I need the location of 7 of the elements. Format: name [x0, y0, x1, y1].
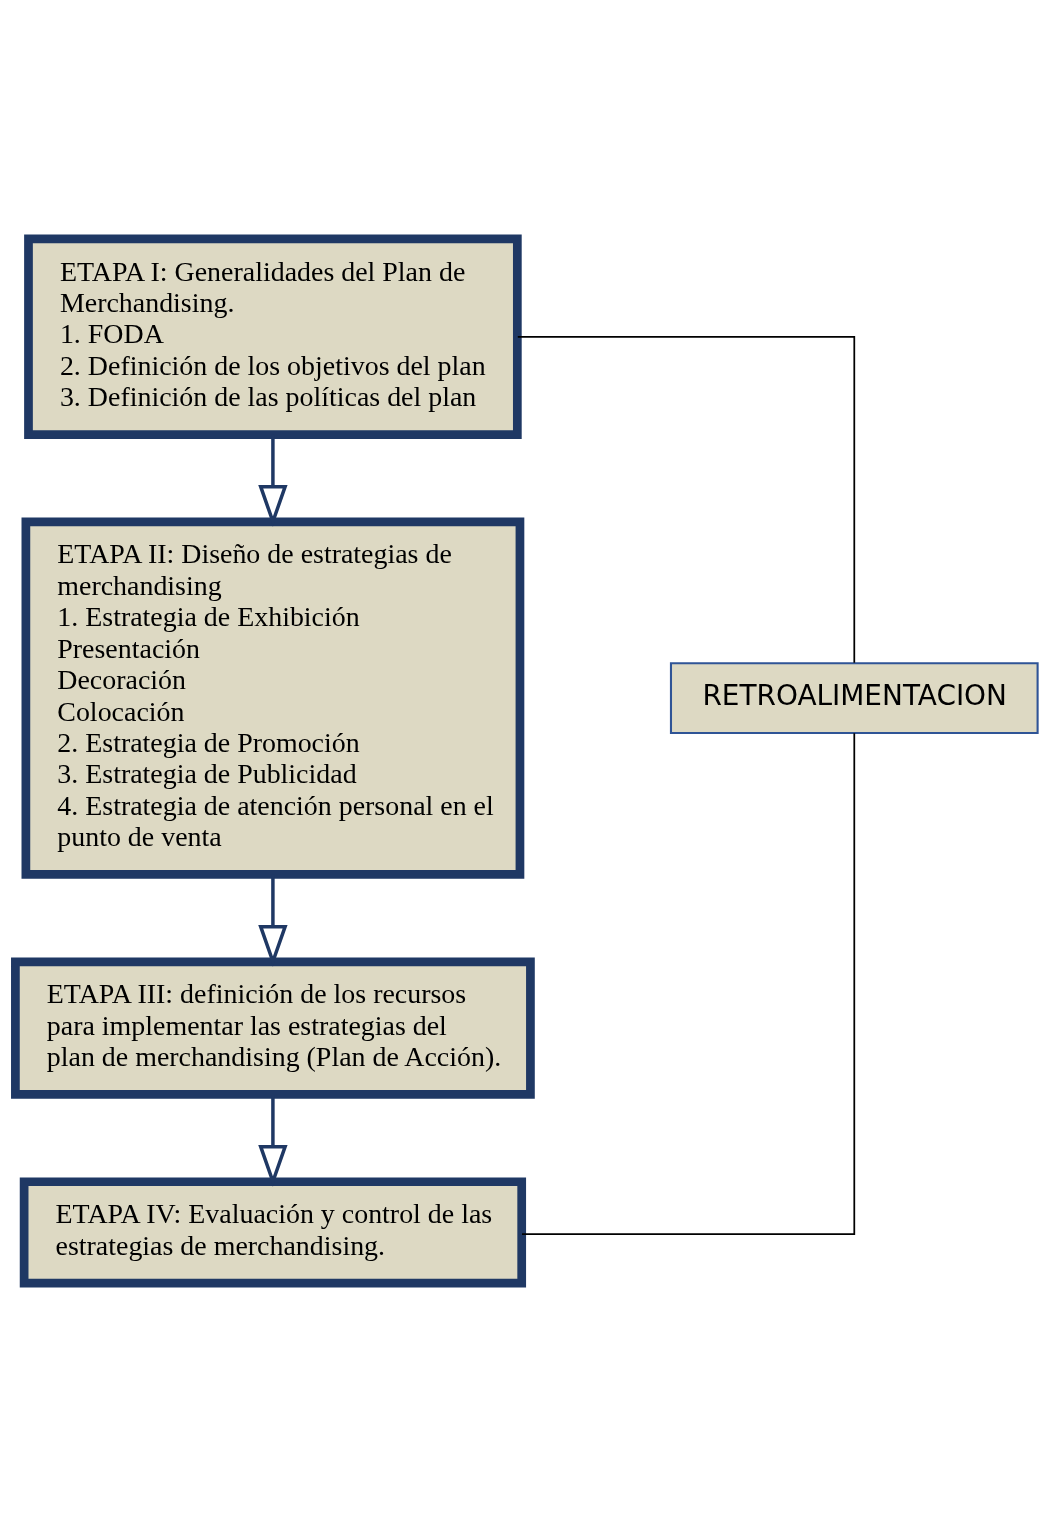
node-box: ETAPA I: Generalidades del Plan de Merchandising. 1. FODA 2. Definición de los objetivos del plan 3. Definición de las políticas del plan	[24, 234, 522, 439]
node-box: ETAPA II: Diseño de estrategias de merchandising 1. Estrategia de Exhibición Presentación Decoración Colocación 2. Estrategia de Promoción 3. Estrategia de Publicidad 4. Estrategia de atención personal en el punto de venta	[21, 516, 525, 879]
connector	[521, 731, 856, 1235]
node-box: RETROALIMENTACION	[669, 661, 1039, 734]
connector	[516, 335, 856, 664]
node-box: ETAPA IV: Evaluación y control de las estrategias de merchandising.	[19, 1176, 527, 1287]
node-box: ETAPA III: definición de los recursos para implementar las estrategias del plan de merchandising (Plan de Acción).	[11, 956, 535, 1099]
